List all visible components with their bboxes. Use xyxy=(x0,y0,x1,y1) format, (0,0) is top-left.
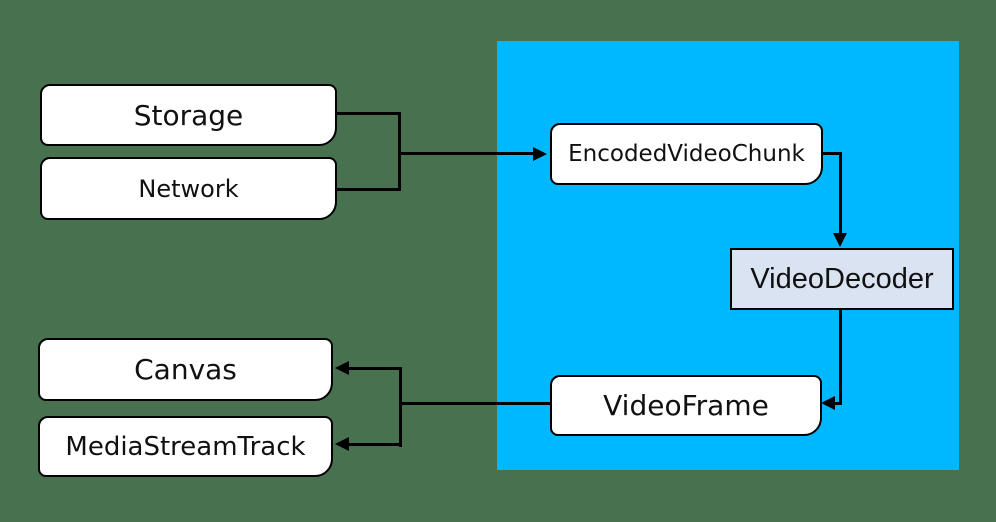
node-network: Network xyxy=(40,157,337,220)
connector-storage-out xyxy=(337,112,401,115)
connector-merge-vertical xyxy=(398,112,401,191)
arrowhead-canvas xyxy=(335,361,349,375)
node-encodedvideochunk: EncodedVideoChunk xyxy=(550,123,823,185)
node-canvas-label: Canvas xyxy=(134,353,237,386)
arrowhead-videodecoder xyxy=(833,233,847,247)
connector-decoder-out xyxy=(839,308,842,405)
node-videoframe-label: VideoFrame xyxy=(603,389,769,422)
connector-chunk-to-decoder xyxy=(839,152,842,234)
node-storage-label: Storage xyxy=(133,98,244,132)
arrowhead-encodedvideochunk xyxy=(533,147,547,161)
connector-frame-out xyxy=(399,402,550,405)
connector-network-out xyxy=(337,188,401,191)
node-mediastreamtrack-label: MediaStreamTrack xyxy=(65,431,306,462)
node-storage: Storage xyxy=(40,84,337,146)
node-videodecoder: VideoDecoder xyxy=(730,248,954,310)
arrowhead-videoframe xyxy=(821,396,835,410)
node-encodedvideochunk-label: EncodedVideoChunk xyxy=(568,141,805,167)
connector-split-vertical xyxy=(399,367,402,447)
node-network-label: Network xyxy=(138,174,239,203)
connector-chunk-out xyxy=(821,152,842,155)
node-mediastreamtrack: MediaStreamTrack xyxy=(38,416,333,477)
node-videoframe: VideoFrame xyxy=(550,375,822,436)
arrowhead-mediastreamtrack xyxy=(335,437,349,451)
connector-to-canvas xyxy=(349,367,401,370)
connector-to-mediastreamtrack xyxy=(349,443,401,446)
connector-to-encodedvideochunk xyxy=(399,152,533,155)
connector-decoder-to-frame xyxy=(835,402,842,405)
node-videodecoder-label: VideoDecoder xyxy=(750,262,934,295)
node-canvas: Canvas xyxy=(38,338,333,401)
